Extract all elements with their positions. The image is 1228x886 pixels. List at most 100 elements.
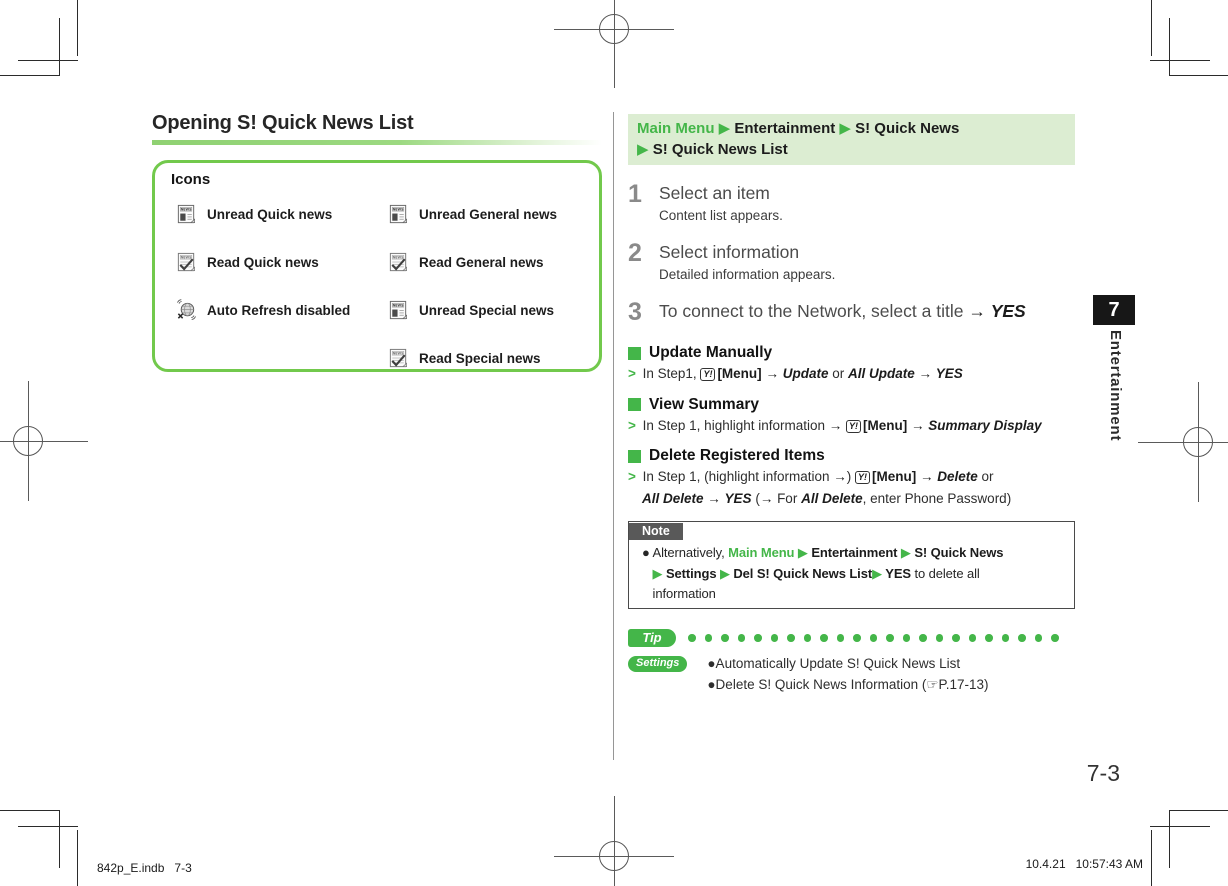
chapter-number-tab: 7 xyxy=(1093,295,1135,325)
note-box: Note ● Alternatively, Main Menu ▶ Entert… xyxy=(628,521,1075,609)
tip-dot xyxy=(902,634,910,642)
section-heading: View Summary xyxy=(649,395,759,413)
left-column: Opening S! Quick News List Icons NEWS xyxy=(152,112,602,372)
tip-dot xyxy=(737,634,745,642)
section-update-manually: Update Manually > In Step1, Y![Menu] → U… xyxy=(628,343,1075,385)
green-square-bullet-icon xyxy=(628,346,641,360)
legend-label: Unread General news xyxy=(419,207,558,222)
step-number: 3 xyxy=(628,298,642,326)
note-label: Note xyxy=(629,523,683,540)
read-news-icon: NEWS xyxy=(387,251,410,274)
svg-text:NEWS: NEWS xyxy=(393,256,405,260)
tip-dot xyxy=(1051,634,1059,642)
section-instruction: All Delete → YES (→ For All Delete, ente… xyxy=(642,490,1012,506)
tip-dot xyxy=(985,634,993,642)
legend-label: Read Quick news xyxy=(207,255,319,270)
note-text: ● Alternatively, Main Menu ▶ Entertainme… xyxy=(642,545,1004,601)
read-news-icon: NEWS xyxy=(387,347,410,370)
tip-dots xyxy=(688,634,1059,642)
footer-timestamp: 10.4.21 10:57:43 AM xyxy=(1025,857,1143,871)
tip-dot xyxy=(919,634,927,642)
legend-item: NEWS Unread General news xyxy=(387,203,557,226)
legend-item: NEWS Read Quick news xyxy=(175,251,350,274)
settings-badge: Settings xyxy=(628,656,688,672)
tip-dot xyxy=(886,634,894,642)
footer-file-info: 842p_E.indb 7-3 xyxy=(97,861,192,875)
column-divider xyxy=(613,112,614,760)
step-subtext: Content list appears. xyxy=(659,208,783,223)
step-subtext: Detailed information appears. xyxy=(659,267,836,282)
tip-dot xyxy=(688,634,696,642)
title-underline xyxy=(152,140,602,145)
unread-news-icon: NEWS xyxy=(387,203,410,226)
tip-label: Tip xyxy=(628,629,676,647)
breadcrumb: Main Menu ▶ Entertainment ▶ S! Quick New… xyxy=(628,114,1075,165)
step-number: 2 xyxy=(628,239,642,267)
svg-text:NEWS: NEWS xyxy=(181,208,193,212)
legend-item: Auto Refresh disabled xyxy=(175,299,350,322)
page-title: Opening S! Quick News List xyxy=(152,112,414,134)
yahoo-softkey-icon: Y! xyxy=(855,471,870,484)
legend-label: Unread Quick news xyxy=(207,207,333,222)
tip-dot xyxy=(935,634,943,642)
legend-item: NEWS Unread Special news xyxy=(387,299,557,322)
sub-sections: Update Manually > In Step1, Y![Menu] → U… xyxy=(628,343,1075,509)
tip-dot xyxy=(770,634,778,642)
auto-refresh-disabled-icon xyxy=(175,299,198,322)
chapter-label-vertical: Entertainment xyxy=(1107,330,1124,442)
tip-dot xyxy=(787,634,795,642)
step-3: 3 To connect to the Network, select a ti… xyxy=(628,299,1075,325)
svg-text:NEWS: NEWS xyxy=(393,208,405,212)
right-column: Main Menu ▶ Entertainment ▶ S! Quick New… xyxy=(628,114,1075,695)
icons-heading: Icons xyxy=(171,171,211,188)
page-number: 7-3 xyxy=(1086,760,1120,786)
section-instruction: > In Step 1, highlight information → Y![… xyxy=(628,417,1042,433)
section-instruction: > In Step 1, (highlight information →) Y… xyxy=(628,469,994,484)
svg-text:NEWS: NEWS xyxy=(393,352,405,356)
legend-label: Read Special news xyxy=(419,351,541,366)
tip-dot xyxy=(820,634,828,642)
unread-news-icon: NEWS xyxy=(387,299,410,322)
step-title: To connect to the Network, select a titl… xyxy=(659,301,1026,321)
yahoo-softkey-icon: Y! xyxy=(846,419,862,433)
step-number: 1 xyxy=(628,180,642,208)
step-title: Select information xyxy=(659,242,800,262)
icons-column-2: NEWS Unread General news xyxy=(387,203,557,370)
svg-text:NEWS: NEWS xyxy=(393,304,405,308)
tip-dot xyxy=(803,634,811,642)
icons-column-1: NEWS Unread Quick news xyxy=(175,203,350,322)
section-delete-registered-items: Delete Registered Items > In Step 1, (hi… xyxy=(628,446,1075,509)
tip-dot xyxy=(1001,634,1009,642)
section-heading: Delete Registered Items xyxy=(649,447,825,464)
tip-dot xyxy=(968,634,976,642)
tip-dot xyxy=(721,634,729,642)
settings-row: Settings ●Automatically Update S! Quick … xyxy=(628,654,1075,695)
unread-news-icon: NEWS xyxy=(175,203,198,226)
legend-label: Read General news xyxy=(419,255,544,270)
step-2: 2 Select information Detailed informatio… xyxy=(628,240,1075,282)
section-view-summary: View Summary > In Step 1, highlight info… xyxy=(628,395,1075,437)
tip-dot xyxy=(952,634,960,642)
tip-dot xyxy=(1018,634,1026,642)
tip-dot xyxy=(853,634,861,642)
green-square-bullet-icon xyxy=(628,449,641,463)
icons-legend-panel: Icons NEWS xyxy=(152,160,602,372)
settings-item: ●Delete S! Quick News Information (☞P.17… xyxy=(707,676,989,692)
legend-item: NEWS Read Special news xyxy=(387,347,557,370)
tip-dot xyxy=(836,634,844,642)
read-news-icon: NEWS xyxy=(175,251,198,274)
steps-list: 1 Select an item Content list appears. 2… xyxy=(628,181,1075,325)
tip-row: Tip xyxy=(628,629,1075,647)
settings-items: ●Automatically Update S! Quick News List… xyxy=(707,654,988,695)
green-square-bullet-icon xyxy=(628,398,641,411)
step-1: 1 Select an item Content list appears. xyxy=(628,181,1075,223)
legend-label: Unread Special news xyxy=(419,303,555,318)
tip-dot xyxy=(1034,634,1042,642)
yahoo-softkey-icon: Y! xyxy=(700,368,716,381)
svg-text:NEWS: NEWS xyxy=(181,256,193,260)
legend-item: NEWS Unread Quick news xyxy=(175,203,350,226)
tip-dot xyxy=(754,634,762,642)
tip-dot xyxy=(704,634,712,642)
section-heading: Update Manually xyxy=(649,344,773,361)
